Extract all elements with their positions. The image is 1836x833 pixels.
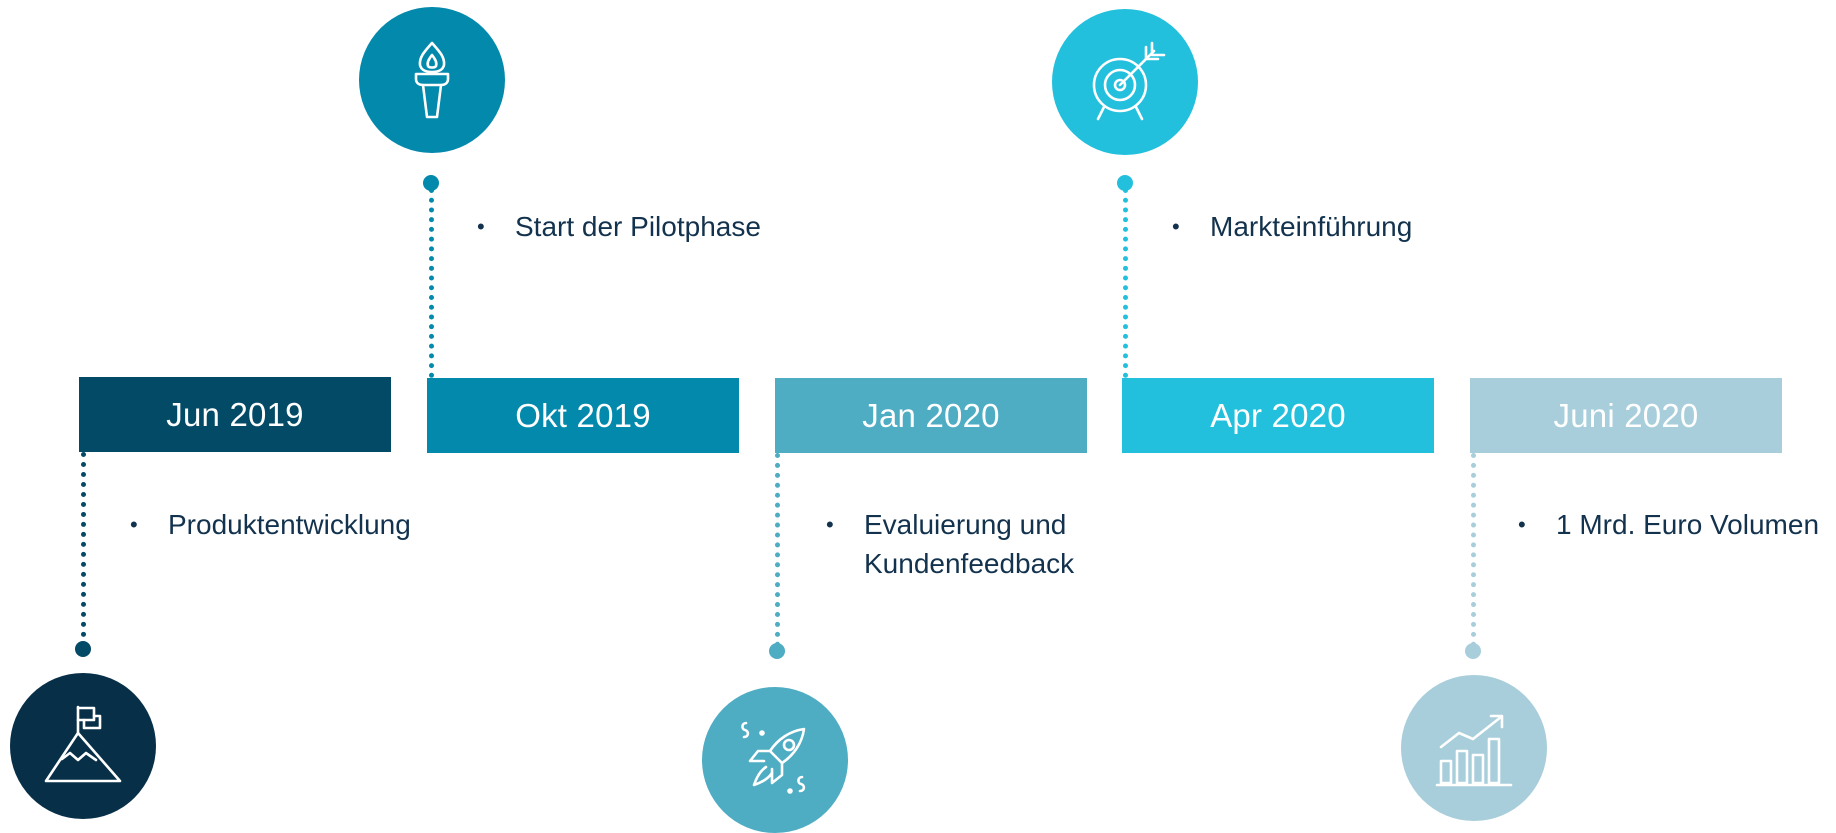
milestone-note-jan-2020: • Evaluierung und Kundenfeedback (826, 505, 1074, 583)
connector-dot (1117, 175, 1133, 191)
milestone-circle-okt-2019 (359, 7, 505, 153)
connector-dot (423, 175, 439, 191)
milestone-circle-jan-2020 (702, 687, 848, 833)
rocket-icon (741, 721, 806, 794)
bullet: • (1172, 214, 1180, 239)
date-box-okt-2019: Okt 2019 (427, 378, 739, 453)
date-box-jun-2019: Jun 2019 (79, 377, 391, 452)
bullet: • (130, 512, 138, 537)
note-text: Markteinführung (1210, 211, 1413, 242)
connector (1123, 188, 1128, 378)
date-box-jan-2020: Jan 2020 (775, 378, 1087, 453)
bullet: • (477, 214, 485, 239)
mountain-flag-icon (44, 705, 122, 783)
date-box-apr-2020: Apr 2020 (1122, 378, 1434, 453)
note-text: Evaluierung und Kundenfeedback (864, 509, 1075, 579)
date-label: Okt 2019 (515, 396, 651, 434)
connector (775, 453, 780, 647)
date-label: Apr 2020 (1210, 396, 1346, 434)
date-label: Juni 2020 (1553, 396, 1699, 434)
note-text: Produktentwicklung (168, 509, 411, 540)
connector (81, 452, 86, 647)
milestone-note-okt-2019: • Start der Pilotphase (477, 207, 761, 246)
milestone-circle-juni-2020 (1401, 675, 1547, 821)
milestone-note-apr-2020: • Markteinführung (1172, 207, 1412, 246)
note-text: 1 Mrd. Euro Volumen (1556, 509, 1820, 540)
note-text: Start der Pilotphase (515, 211, 761, 242)
target-icon (1092, 41, 1166, 121)
growth-chart-icon (1435, 714, 1513, 787)
connector (429, 188, 434, 378)
milestone-note-jun-2019: • Produktentwicklung (130, 505, 411, 544)
connector-dot (75, 641, 91, 657)
date-box-juni-2020: Juni 2020 (1470, 378, 1782, 453)
milestone-circle-jun-2019 (10, 673, 156, 819)
connector-dot (769, 643, 785, 659)
date-label: Jan 2020 (862, 396, 1000, 434)
bullet: • (826, 512, 834, 537)
connector (1471, 453, 1476, 647)
milestone-circle-apr-2020 (1052, 9, 1198, 155)
milestone-note-juni-2020: • 1 Mrd. Euro Volumen (1518, 505, 1819, 544)
date-label: Jun 2019 (166, 395, 304, 433)
connector-dot (1465, 643, 1481, 659)
bullet: • (1518, 512, 1526, 537)
torch-icon (414, 41, 450, 119)
